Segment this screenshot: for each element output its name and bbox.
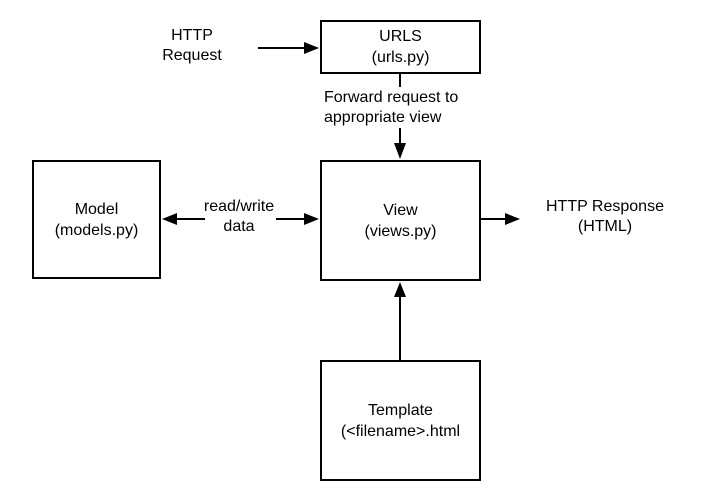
- template-box: Template (<filename>.html: [320, 360, 481, 481]
- urls-box: URLS (urls.py): [320, 20, 481, 74]
- template-box-subtitle: (<filename>.html: [340, 422, 461, 440]
- template-box-title: Template: [368, 401, 433, 419]
- http-request-label: HTTP Request: [140, 26, 244, 65]
- model-box-subtitle: (models.py): [54, 221, 139, 239]
- http-request-line2: Request: [162, 46, 222, 64]
- read-write-line1: read/write: [203, 198, 275, 215]
- arrow-template-to-view: [394, 282, 406, 360]
- http-response-line2: (HTML): [577, 217, 633, 235]
- urls-box-title: URLS: [379, 28, 422, 45]
- urls-box-subtitle: (urls.py): [371, 49, 430, 66]
- model-box: Model (models.py): [32, 160, 161, 279]
- http-response-label: HTTP Response (HTML): [531, 197, 679, 236]
- read-write-line2: data: [223, 217, 255, 235]
- view-box: View (views.py): [320, 160, 481, 281]
- forward-request-label: Forward request to appropriate view: [322, 87, 461, 128]
- read-write-label: read/write data: [194, 197, 284, 236]
- arrow-to-view-left: [276, 213, 319, 225]
- arrow-to-model: [162, 213, 205, 225]
- forward-request-line1: Forward request to: [324, 89, 459, 106]
- forward-request-line2: appropriate view: [324, 108, 442, 126]
- view-box-title: View: [383, 201, 418, 219]
- arrow-view-to-response: [481, 213, 520, 225]
- http-response-line1: HTTP Response: [546, 198, 664, 215]
- model-box-title: Model: [74, 200, 119, 218]
- arrow-request-to-urls: [258, 42, 319, 54]
- http-request-line1: HTTP: [171, 27, 213, 44]
- view-box-subtitle: (views.py): [364, 222, 437, 240]
